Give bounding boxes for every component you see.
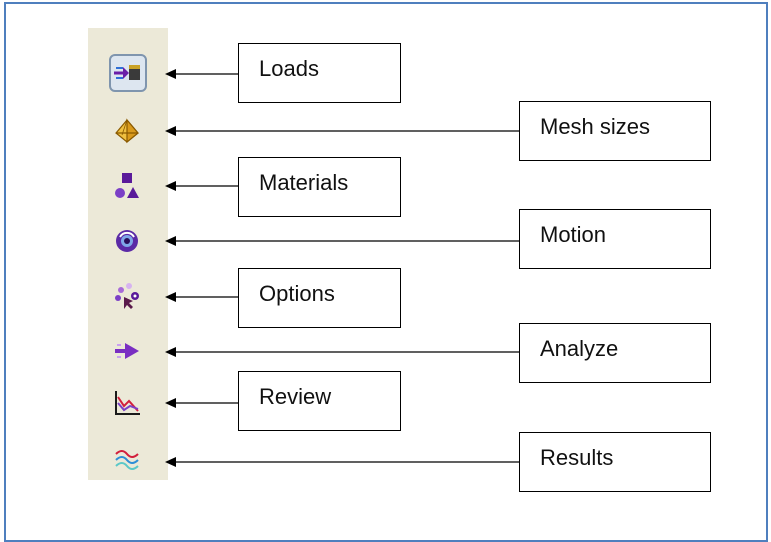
arrowhead-mesh-sizes bbox=[165, 126, 176, 136]
callout-label: Analyze bbox=[540, 336, 619, 361]
arrowhead-materials bbox=[165, 181, 176, 191]
callout-results: Results bbox=[519, 432, 711, 492]
options-icon bbox=[113, 282, 141, 310]
callout-label: Materials bbox=[259, 170, 349, 195]
toolbar-button-results[interactable] bbox=[107, 439, 147, 479]
arrowhead-loads bbox=[165, 69, 176, 79]
arrowhead-analyze bbox=[165, 347, 176, 357]
review-icon bbox=[113, 389, 141, 417]
callout-label: Loads bbox=[259, 56, 319, 81]
toolbar-button-analyze[interactable] bbox=[107, 331, 147, 371]
loads-icon bbox=[113, 60, 143, 86]
callout-label: Options bbox=[259, 281, 335, 306]
motion-icon bbox=[114, 228, 140, 254]
callout-mesh-sizes: Mesh sizes bbox=[519, 101, 711, 161]
arrowhead-review bbox=[165, 398, 176, 408]
results-icon bbox=[113, 447, 141, 471]
arrowhead-options bbox=[165, 292, 176, 302]
callout-label: Mesh sizes bbox=[540, 114, 651, 139]
arrowhead-results bbox=[165, 457, 176, 467]
toolbar-button-review[interactable] bbox=[107, 383, 147, 423]
mesh-sizes-icon bbox=[114, 118, 140, 144]
callout-label: Motion bbox=[540, 222, 607, 247]
callout-motion: Motion bbox=[519, 209, 711, 269]
toolbar-button-options[interactable] bbox=[107, 276, 147, 316]
callout-label: Results bbox=[540, 445, 614, 470]
toolbar bbox=[88, 28, 168, 480]
toolbar-button-materials[interactable] bbox=[107, 166, 147, 206]
callout-loads: Loads bbox=[238, 43, 401, 103]
callout-analyze: Analyze bbox=[519, 323, 711, 383]
callout-label: Review bbox=[259, 384, 332, 409]
arrowhead-motion bbox=[165, 236, 176, 246]
materials-icon bbox=[114, 172, 140, 200]
callout-materials: Materials bbox=[238, 157, 401, 217]
toolbar-button-motion[interactable] bbox=[107, 221, 147, 261]
toolbar-button-mesh-sizes[interactable] bbox=[107, 111, 147, 151]
callout-options: Options bbox=[238, 268, 401, 328]
analyze-icon bbox=[113, 341, 141, 361]
callout-review: Review bbox=[238, 371, 401, 431]
toolbar-button-loads[interactable] bbox=[109, 54, 147, 92]
